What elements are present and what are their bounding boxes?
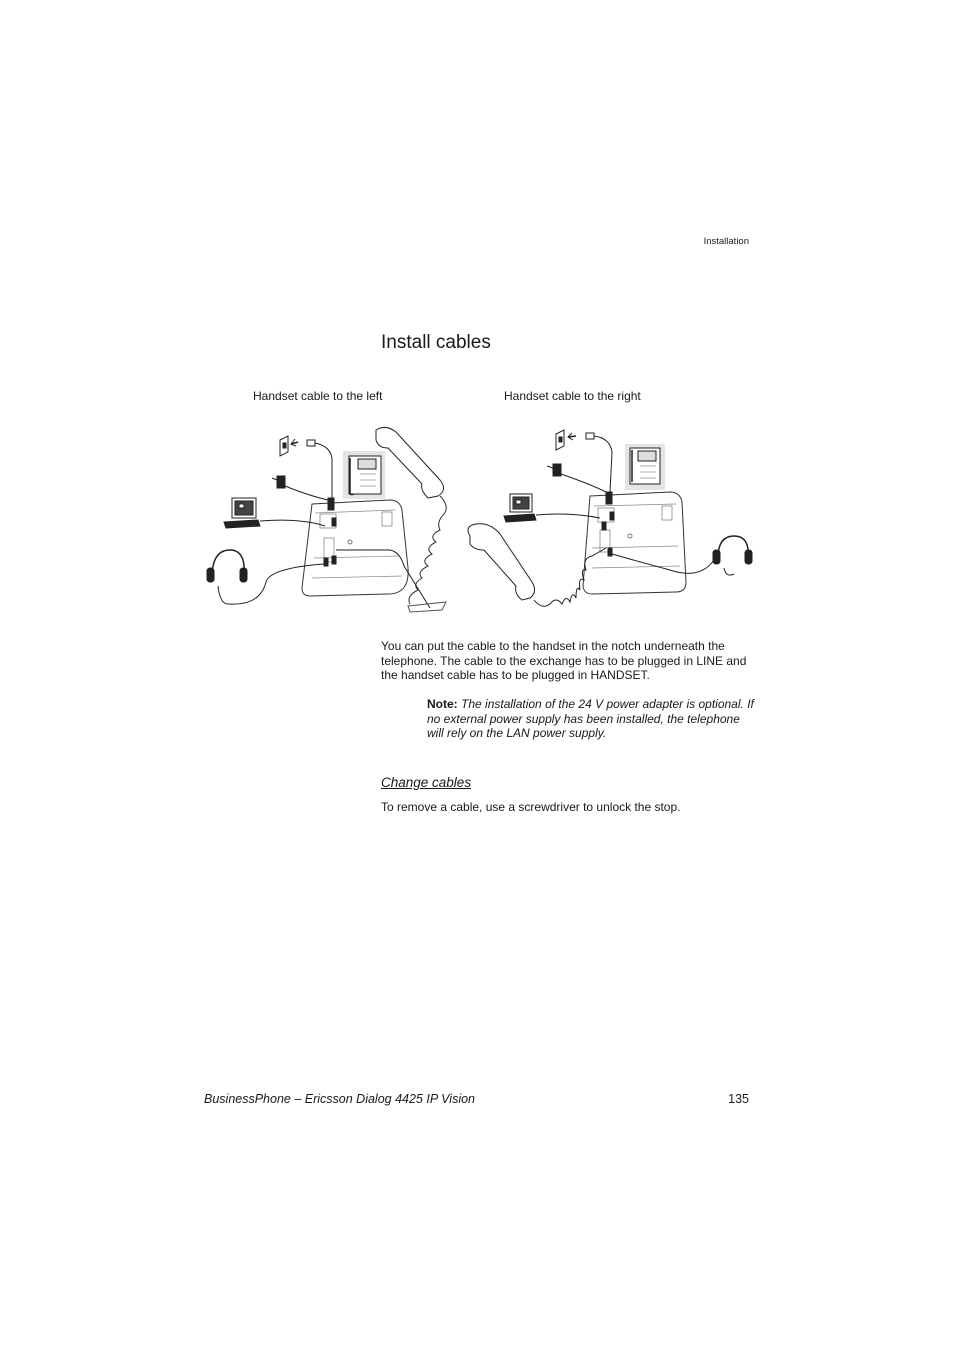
caption-handset-left: Handset cable to the left: [253, 389, 383, 403]
handset-icon: [375, 426, 447, 605]
section-title: Install cables: [381, 332, 491, 353]
phone-front-thumbnail: [625, 444, 665, 490]
running-head: Installation: [703, 236, 749, 247]
caption-handset-right: Handset cable to the right: [504, 389, 641, 403]
headset-icon: [611, 535, 753, 576]
power-adapter-icon: [546, 463, 607, 493]
subsection-title: Change cables: [381, 775, 472, 790]
note-block: Note: The installation of the 24 V power…: [427, 697, 757, 741]
power-adapter-icon: [271, 475, 329, 501]
installation-paragraph: You can put the cable to the handset in …: [381, 639, 747, 682]
phone-base-right: [582, 491, 687, 595]
phone-front-thumbnail: [343, 451, 385, 499]
footer-title: BusinessPhone – Ericsson Dialog 4425 IP …: [204, 1092, 475, 1106]
note-label: Note:: [427, 697, 458, 711]
computer-icon: [503, 493, 601, 523]
cable-installation-illustration: [200, 418, 760, 628]
page-number: 135: [728, 1092, 749, 1106]
diagram-handset-left: [206, 426, 447, 613]
headset-icon: [206, 549, 325, 605]
diagram-handset-right: [467, 429, 753, 607]
phone-base-left: [301, 499, 409, 597]
computer-icon: [223, 497, 326, 529]
subsection-text: To remove a cable, use a screwdriver to …: [381, 800, 681, 814]
handset-icon: [467, 523, 607, 607]
wall-socket-icon: [279, 435, 333, 498]
note-text: The installation of the 24 V power adapt…: [427, 697, 754, 740]
wall-socket-icon: [555, 429, 613, 493]
